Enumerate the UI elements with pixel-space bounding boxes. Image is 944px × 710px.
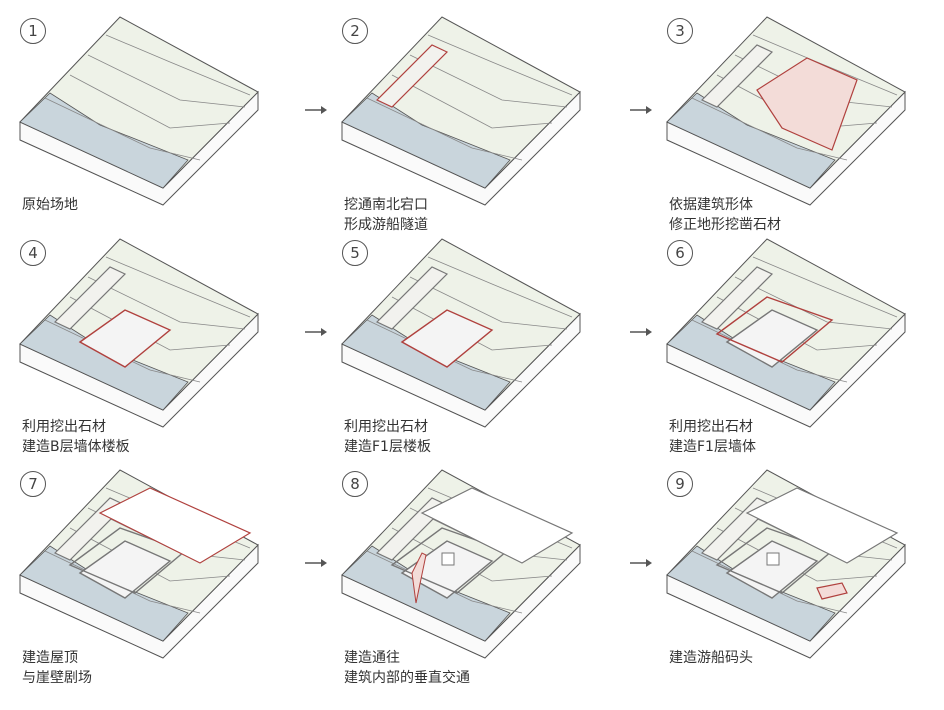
step-caption: 建造通往建筑内部的垂直交通 — [344, 648, 470, 688]
step-number-badge: 2 — [342, 18, 368, 44]
site-axonometric-drawing — [341, 16, 581, 206]
step-caption: 原始场地 — [22, 195, 78, 215]
step-number-badge: 3 — [667, 18, 693, 44]
step-caption: 依据建筑形体修正地形挖凿石材 — [669, 195, 781, 235]
site-axonometric-drawing — [341, 469, 581, 659]
step-number-badge: 9 — [667, 471, 693, 497]
step-panel: 7 建造屋顶与崖壁剧场 — [0, 453, 300, 686]
caption-line: 利用挖出石材 — [344, 419, 428, 435]
caption-line: 修正地形挖凿石材 — [669, 217, 781, 233]
step-caption: 利用挖出石材建造B层墙体楼板 — [22, 417, 130, 457]
caption-line: 挖通南北宕口 — [344, 197, 428, 213]
step-number-badge: 4 — [20, 240, 46, 266]
caption-line: 利用挖出石材 — [669, 419, 753, 435]
step-panel: 2 挖通南北宕口形成游船隧道 — [322, 0, 622, 233]
arrow-right-icon — [630, 100, 652, 114]
step-panel: 1 原始场地 — [0, 0, 300, 230]
caption-line: 建造通往 — [344, 650, 400, 666]
step-number-badge: 8 — [342, 471, 368, 497]
step-panel: 8 建造通往建筑内部的垂直交通 — [322, 453, 622, 686]
site-axonometric-drawing — [341, 238, 581, 428]
caption-line: 原始场地 — [22, 197, 78, 213]
step-number-badge: 6 — [667, 240, 693, 266]
caption-line: 建造F1层墙体 — [669, 439, 756, 455]
caption-line: 建造游船码头 — [669, 650, 753, 666]
caption-line: 与崖壁剧场 — [22, 670, 92, 686]
step-caption: 建造屋顶与崖壁剧场 — [22, 648, 92, 688]
site-axonometric-drawing — [19, 16, 259, 206]
site-axonometric-drawing — [666, 16, 906, 206]
step-panel: 3 依据建筑形体修正地形挖凿石材 — [647, 0, 944, 233]
site-axonometric-drawing — [666, 238, 906, 428]
caption-line: 建造B层墙体楼板 — [22, 439, 130, 455]
arrow-right-icon — [305, 553, 327, 567]
step-panel: 9 建造游船码头 — [647, 453, 944, 683]
arrow-right-icon — [305, 100, 327, 114]
arrow-right-icon — [630, 322, 652, 336]
step-panel: 4 利用挖出石材建造B层墙体楼板 — [0, 222, 300, 455]
step-caption: 利用挖出石材建造F1层墙体 — [669, 417, 756, 457]
site-axonometric-drawing — [19, 238, 259, 428]
caption-line: 建筑内部的垂直交通 — [344, 670, 470, 686]
caption-line: 建造F1层楼板 — [344, 439, 431, 455]
arrow-right-icon — [630, 553, 652, 567]
caption-line: 利用挖出石材 — [22, 419, 106, 435]
site-axonometric-drawing — [19, 469, 259, 659]
caption-line: 形成游船隧道 — [344, 217, 428, 233]
step-panel: 6 利用挖出石材建造F1层墙体 — [647, 222, 944, 455]
step-caption: 挖通南北宕口形成游船隧道 — [344, 195, 428, 235]
caption-line: 依据建筑形体 — [669, 197, 753, 213]
step-panel: 5 利用挖出石材建造F1层楼板 — [322, 222, 622, 455]
arrow-right-icon — [305, 322, 327, 336]
step-number-badge: 1 — [20, 18, 46, 44]
step-caption: 建造游船码头 — [669, 648, 753, 668]
site-axonometric-drawing — [666, 469, 906, 659]
step-caption: 利用挖出石材建造F1层楼板 — [344, 417, 431, 457]
step-number-badge: 5 — [342, 240, 368, 266]
step-number-badge: 7 — [20, 471, 46, 497]
caption-line: 建造屋顶 — [22, 650, 78, 666]
